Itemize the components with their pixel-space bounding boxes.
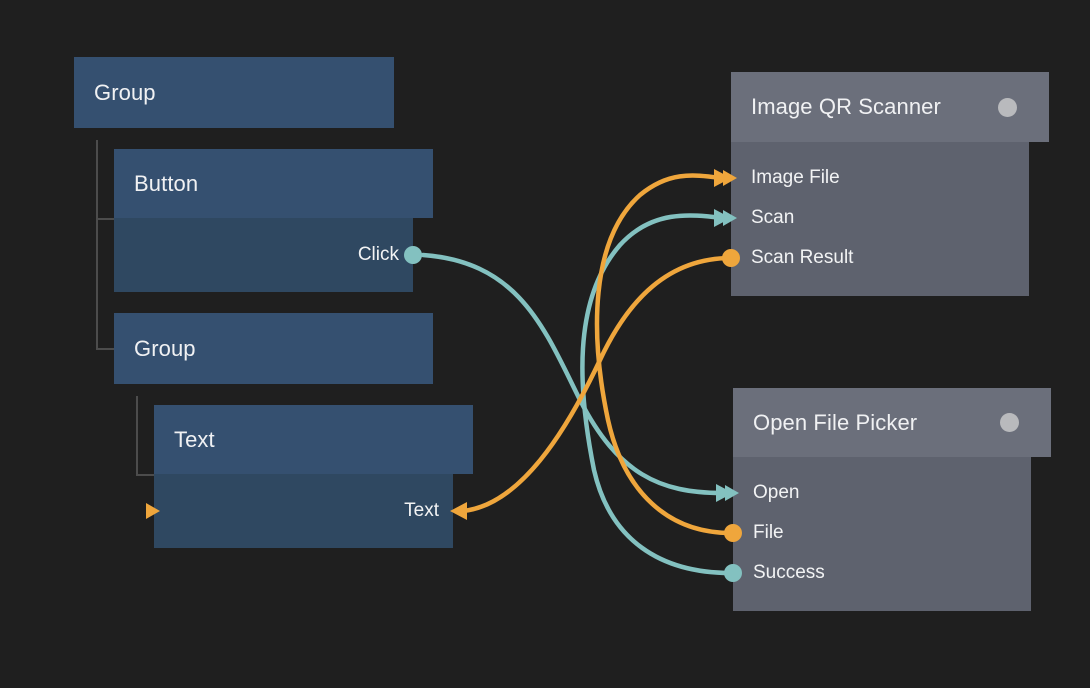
port-dot-icon [724,524,742,542]
node-title: Image QR Scanner [751,94,941,119]
port-row-file[interactable]: File [753,521,784,545]
port-dot-icon [722,249,740,267]
tree-line-vertical-level2 [136,396,138,476]
node-status-circle-icon[interactable] [1000,413,1019,432]
port-row-scan[interactable]: Scan [751,206,794,230]
port-marker-success[interactable] [722,562,744,584]
port-arrow-icon [146,503,160,519]
port-label: File [753,522,784,543]
node-status-circle-icon[interactable] [998,98,1017,117]
port-dot-icon [724,564,742,582]
port-marker-open[interactable] [722,482,744,504]
tree-line-branch-group-child [96,348,116,350]
port-marker-text[interactable] [143,500,165,522]
node-header[interactable]: Group [114,313,433,384]
port-arrow-icon [725,485,739,501]
port-label: Image File [751,167,840,188]
port-label: Open [753,482,800,503]
node-body [733,457,1031,611]
port-row-text[interactable]: Text [404,499,439,523]
node-header[interactable]: Group [74,57,394,128]
port-marker-scan[interactable] [720,207,742,229]
node-group-root[interactable]: Group [74,57,394,128]
port-row-click[interactable]: Click [358,243,399,267]
connection-file-to-imagefile[interactable] [594,173,734,536]
connection-success-to-scan[interactable] [580,213,734,576]
connection-scanresult-to-text[interactable] [460,255,734,514]
node-title: Group [134,335,196,361]
port-label: Scan Result [751,247,854,268]
port-marker-click[interactable] [402,244,424,266]
node-header[interactable]: Image QR Scanner [731,72,1049,142]
node-title: Group [94,79,156,105]
tree-line-vertical-level1 [96,140,98,350]
tree-line-branch-text [136,474,156,476]
port-row-scan-result[interactable]: Scan Result [751,246,853,270]
node-body [731,142,1029,296]
node-group-child[interactable]: Group [114,313,433,384]
node-header[interactable]: Text [154,405,473,474]
port-row-image-file[interactable]: Image File [751,166,840,190]
node-body [114,218,413,292]
port-row-success[interactable]: Success [753,561,825,585]
port-label: Scan [751,207,795,228]
node-header[interactable]: Button [114,149,433,218]
node-header[interactable]: Open File Picker [733,388,1051,457]
port-label: Text [404,500,439,521]
port-marker-scan-result[interactable] [720,247,742,269]
port-arrow-icon [723,170,737,186]
port-label: Success [753,562,825,583]
port-marker-image-file[interactable] [720,167,742,189]
port-row-open[interactable]: Open [753,481,799,505]
port-dot-icon [404,246,422,264]
port-label: Click [357,244,399,265]
node-title: Text [174,426,215,452]
port-marker-file[interactable] [722,522,744,544]
tree-line-branch-button [96,218,116,220]
node-title: Button [134,170,199,196]
port-arrow-icon [723,210,737,226]
node-body [154,474,453,548]
node-title: Open File Picker [753,409,918,435]
